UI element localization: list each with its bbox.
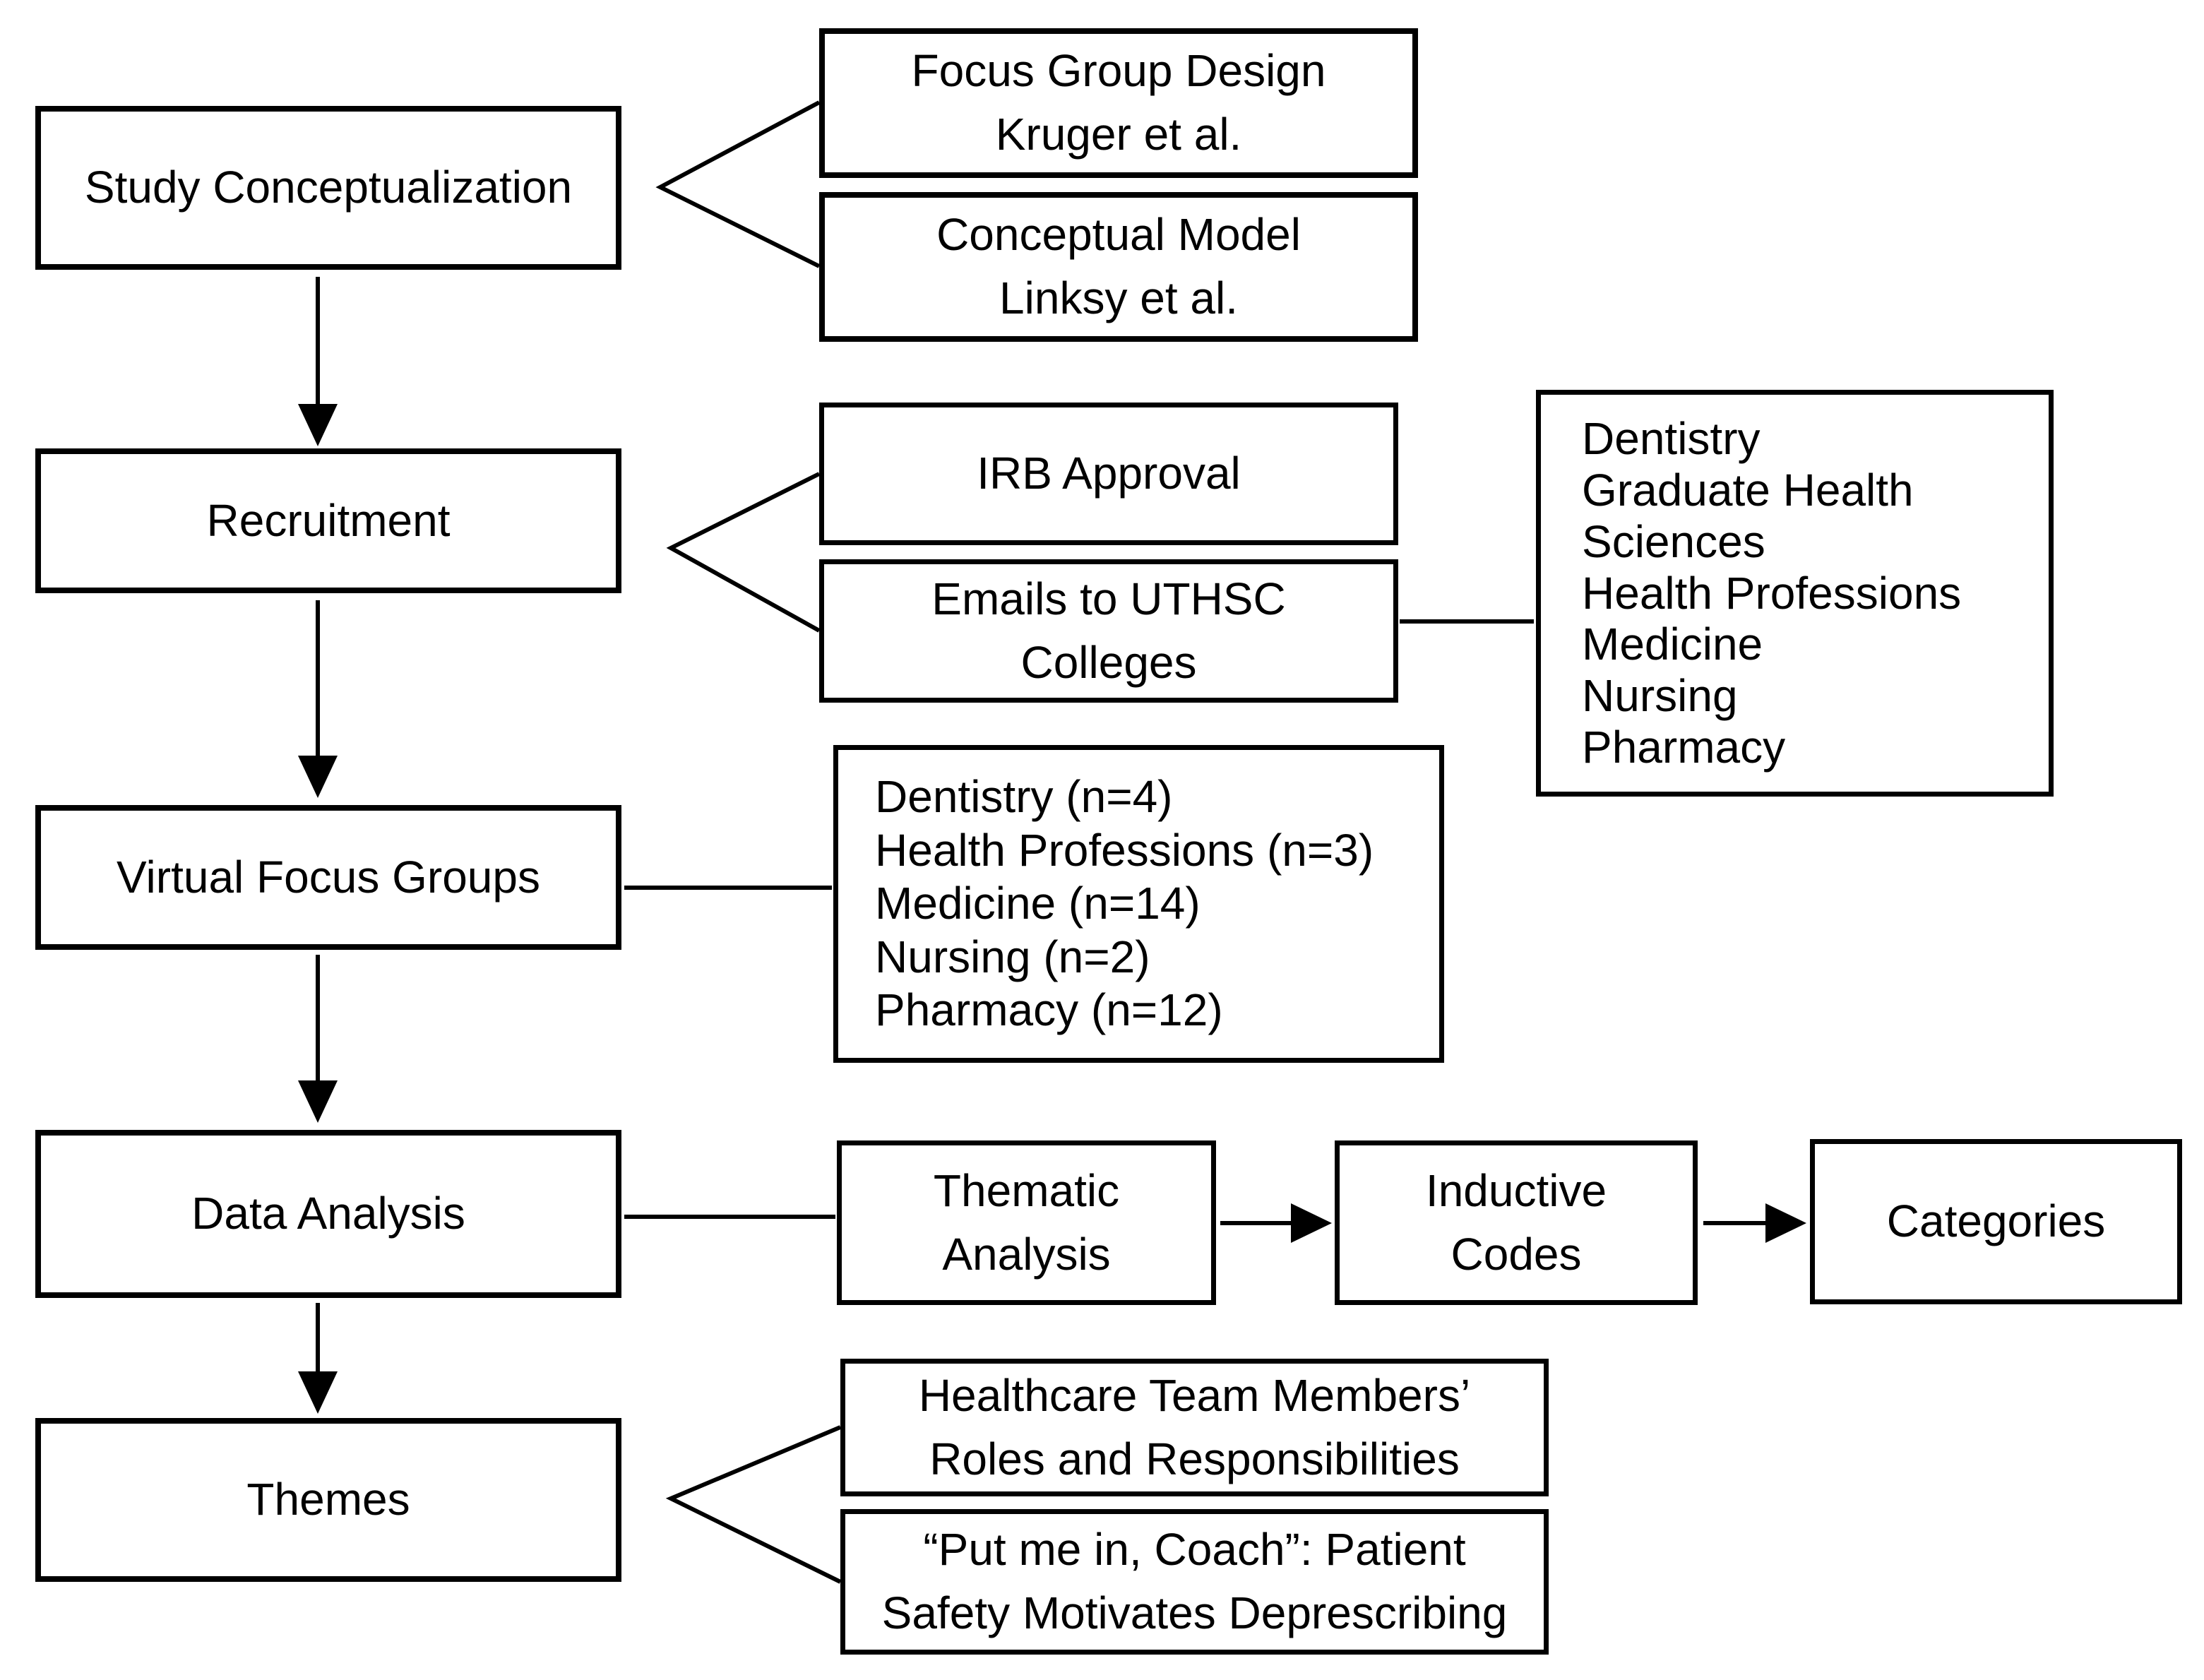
stage-label: Study Conceptualization — [84, 162, 573, 213]
ref-box-conceptual-model: Conceptual Model Linksy et al. — [819, 192, 1418, 342]
analysis-box-inductive-codes: Inductive Codes — [1335, 1140, 1698, 1305]
theme-label-line: “Put me in, Coach”: Patient — [923, 1524, 1466, 1575]
ref-title: Conceptual Model — [936, 209, 1301, 261]
arrow-inductive-to-categories — [1703, 1203, 1806, 1243]
theme-box-roles-responsibilities: Healthcare Team Members’ Roles and Respo… — [840, 1359, 1549, 1496]
step-box-irb-approval: IRB Approval — [819, 403, 1398, 545]
count-item: Dentistry (n=4) — [875, 771, 1173, 823]
arrow-recruitment-to-focus-groups — [298, 600, 338, 798]
stage-label: Virtual Focus Groups — [117, 851, 540, 902]
stage-box-themes: Themes — [35, 1418, 621, 1582]
analysis-box-categories: Categories — [1810, 1139, 2182, 1304]
theme-label-line: Roles and Responsibilities — [929, 1433, 1460, 1484]
analysis-label-line: Analysis — [942, 1228, 1111, 1280]
branch-themes-to-theme-boxes — [665, 1425, 842, 1584]
analysis-label-line: Inductive — [1425, 1164, 1607, 1216]
arrow-focus-groups-to-analysis — [298, 955, 338, 1123]
stage-label: Data Analysis — [191, 1188, 465, 1239]
analysis-label-line: Codes — [1451, 1228, 1582, 1280]
ref-citation: Kruger et al. — [995, 109, 1242, 160]
step-label-line: Colleges — [1020, 636, 1197, 688]
ref-box-focus-group-design: Focus Group Design Kruger et al. — [819, 28, 1418, 178]
theme-label-line: Healthcare Team Members’ — [918, 1369, 1471, 1421]
arrow-analysis-to-themes — [298, 1303, 338, 1414]
ref-citation: Linksy et al. — [999, 273, 1238, 323]
branch-recruitment-to-steps — [666, 472, 821, 633]
stage-label: Recruitment — [206, 494, 451, 546]
count-item: Pharmacy (n=12) — [875, 984, 1223, 1036]
analysis-label-line: Thematic — [933, 1164, 1120, 1216]
step-box-emails-uthsc: Emails to UTHSC Colleges — [819, 559, 1398, 703]
list-box-uthsc-colleges: Dentistry Graduate Health Sciences Healt… — [1536, 390, 2054, 797]
step-label: IRB Approval — [977, 448, 1241, 499]
stage-box-recruitment: Recruitment — [35, 448, 621, 593]
analysis-box-thematic-analysis: Thematic Analysis — [837, 1140, 1216, 1305]
count-item: Nursing (n=2) — [875, 931, 1150, 982]
count-item: Medicine (n=14) — [875, 878, 1201, 929]
stage-box-data-analysis: Data Analysis — [35, 1130, 621, 1298]
ref-title: Focus Group Design — [911, 45, 1326, 97]
arrow-study-to-recruitment — [298, 277, 338, 446]
stage-box-virtual-focus-groups: Virtual Focus Groups — [35, 805, 621, 950]
analysis-label-line: Categories — [1886, 1196, 2106, 1247]
stage-box-study-conceptualization: Study Conceptualization — [35, 106, 621, 270]
college-item: Graduate Health Sciences — [1582, 464, 1914, 567]
list-box-focus-group-counts: Dentistry (n=4) Health Professions (n=3)… — [833, 745, 1444, 1063]
college-item: Health Professions — [1582, 567, 1962, 619]
step-label-line: Emails to UTHSC — [931, 573, 1286, 624]
theme-box-patient-safety: “Put me in, Coach”: Patient Safety Motiv… — [840, 1509, 1549, 1655]
college-item: Nursing — [1582, 670, 1738, 722]
count-item: Health Professions (n=3) — [875, 824, 1374, 876]
college-item: Dentistry — [1582, 412, 1761, 464]
college-item: Pharmacy — [1582, 722, 1786, 773]
arrow-thematic-to-inductive — [1220, 1203, 1332, 1243]
branch-study-to-references — [655, 100, 821, 268]
college-item: Medicine — [1582, 619, 1763, 670]
theme-label-line: Safety Motivates Deprescribing — [881, 1587, 1508, 1638]
stage-label: Themes — [246, 1474, 410, 1525]
